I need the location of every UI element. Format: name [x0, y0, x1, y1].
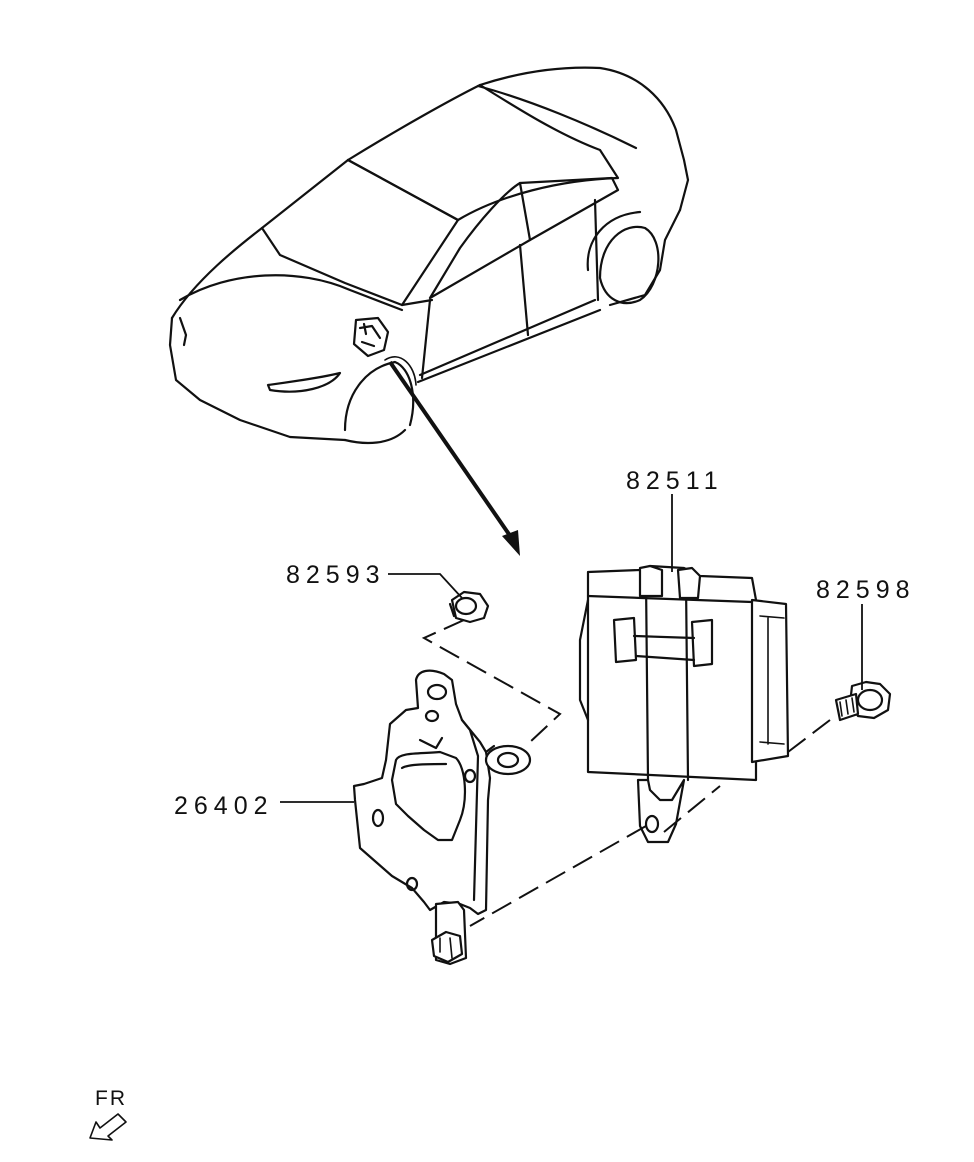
label-nut-part: 82593: [286, 561, 386, 589]
label-bolt-part: 82598: [816, 576, 916, 604]
car-illustration: [168, 66, 690, 445]
label-ecu-part: 82511: [626, 467, 724, 495]
bracket: [352, 669, 532, 966]
direction-indicator: FR: [89, 1087, 127, 1141]
assembly-lines: [421, 619, 831, 927]
label-bracket-part: 26402: [174, 792, 274, 820]
front-arrow-icon: [89, 1113, 127, 1141]
ecu-unit: [578, 564, 790, 844]
flange-nut: [448, 590, 490, 624]
bolt: [834, 680, 892, 722]
direction-label: FR: [95, 1087, 127, 1110]
location-arrow: [388, 360, 520, 556]
leader-lines: [280, 494, 863, 803]
